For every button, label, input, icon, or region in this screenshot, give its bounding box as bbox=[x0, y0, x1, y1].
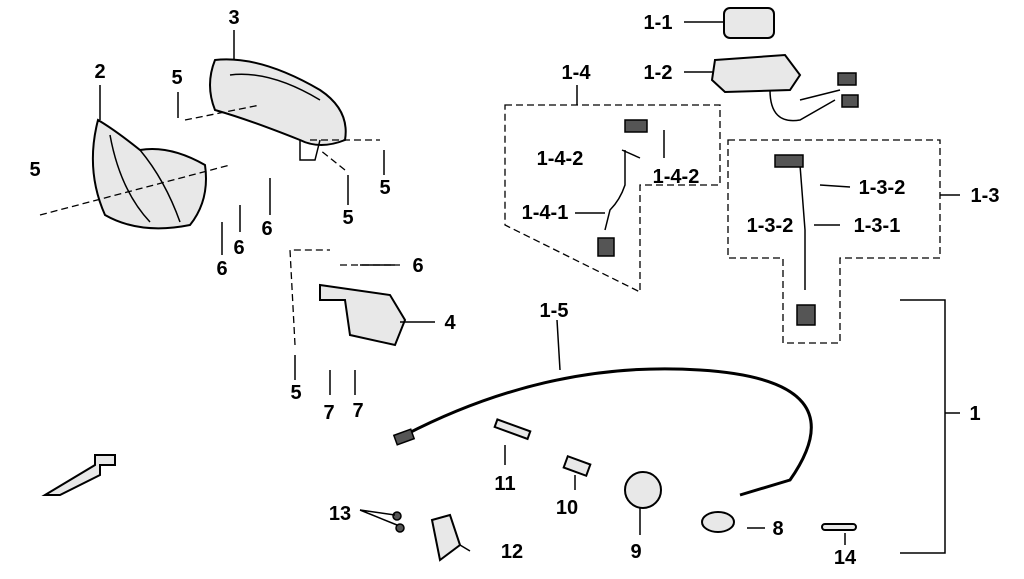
callout-label: 1-3 bbox=[971, 185, 1000, 207]
part-bracket bbox=[319, 283, 407, 347]
callout-label: 1-2 bbox=[644, 62, 673, 84]
part-headlight-housing bbox=[209, 58, 347, 146]
callout-label: 7 bbox=[352, 400, 363, 422]
part-meter-lens bbox=[723, 7, 775, 39]
callout-label: 8 bbox=[772, 518, 783, 540]
callout-label: 1-4-2 bbox=[653, 166, 700, 188]
callout-label: 2 bbox=[94, 61, 105, 83]
callout-label: 6 bbox=[412, 255, 423, 277]
callout-label: 1-3-2 bbox=[859, 177, 906, 199]
callout-label: 5 bbox=[379, 177, 390, 199]
callout-label: 1-4-2 bbox=[537, 148, 584, 170]
callout-label: 4 bbox=[444, 312, 456, 334]
callout-label: 1-4 bbox=[562, 62, 592, 84]
callout-label: 5 bbox=[29, 159, 40, 181]
front-arrow-icon bbox=[41, 454, 116, 496]
callout-label: 1-3-2 bbox=[747, 215, 794, 237]
part-meter-case bbox=[710, 53, 802, 94]
callout-label: 9 bbox=[630, 541, 641, 563]
callout-label: 7 bbox=[323, 402, 334, 424]
callout-label: 10 bbox=[556, 497, 578, 519]
callout-label: 11 bbox=[494, 473, 515, 495]
callout-label: 5 bbox=[342, 207, 353, 229]
callout-label: 3 bbox=[228, 7, 239, 29]
callout-label: 5 bbox=[290, 382, 301, 404]
callout-label: 13 bbox=[329, 503, 351, 525]
callout-label: 1-5 bbox=[540, 300, 569, 322]
callout-label: 6 bbox=[233, 237, 244, 259]
part-speedometer-cable bbox=[404, 367, 813, 497]
callout-label: 6 bbox=[261, 218, 272, 240]
callout-label: 1 bbox=[969, 403, 980, 425]
callout-label: 5 bbox=[171, 67, 182, 89]
callout-label: 6 bbox=[216, 258, 227, 280]
callout-label: 1-1 bbox=[644, 12, 673, 34]
callout-label: 14 bbox=[834, 547, 857, 569]
callout-label: 1-3-1 bbox=[854, 215, 901, 237]
callout-label: 12 bbox=[501, 541, 523, 563]
callout-label: 1-4-1 bbox=[522, 202, 569, 224]
